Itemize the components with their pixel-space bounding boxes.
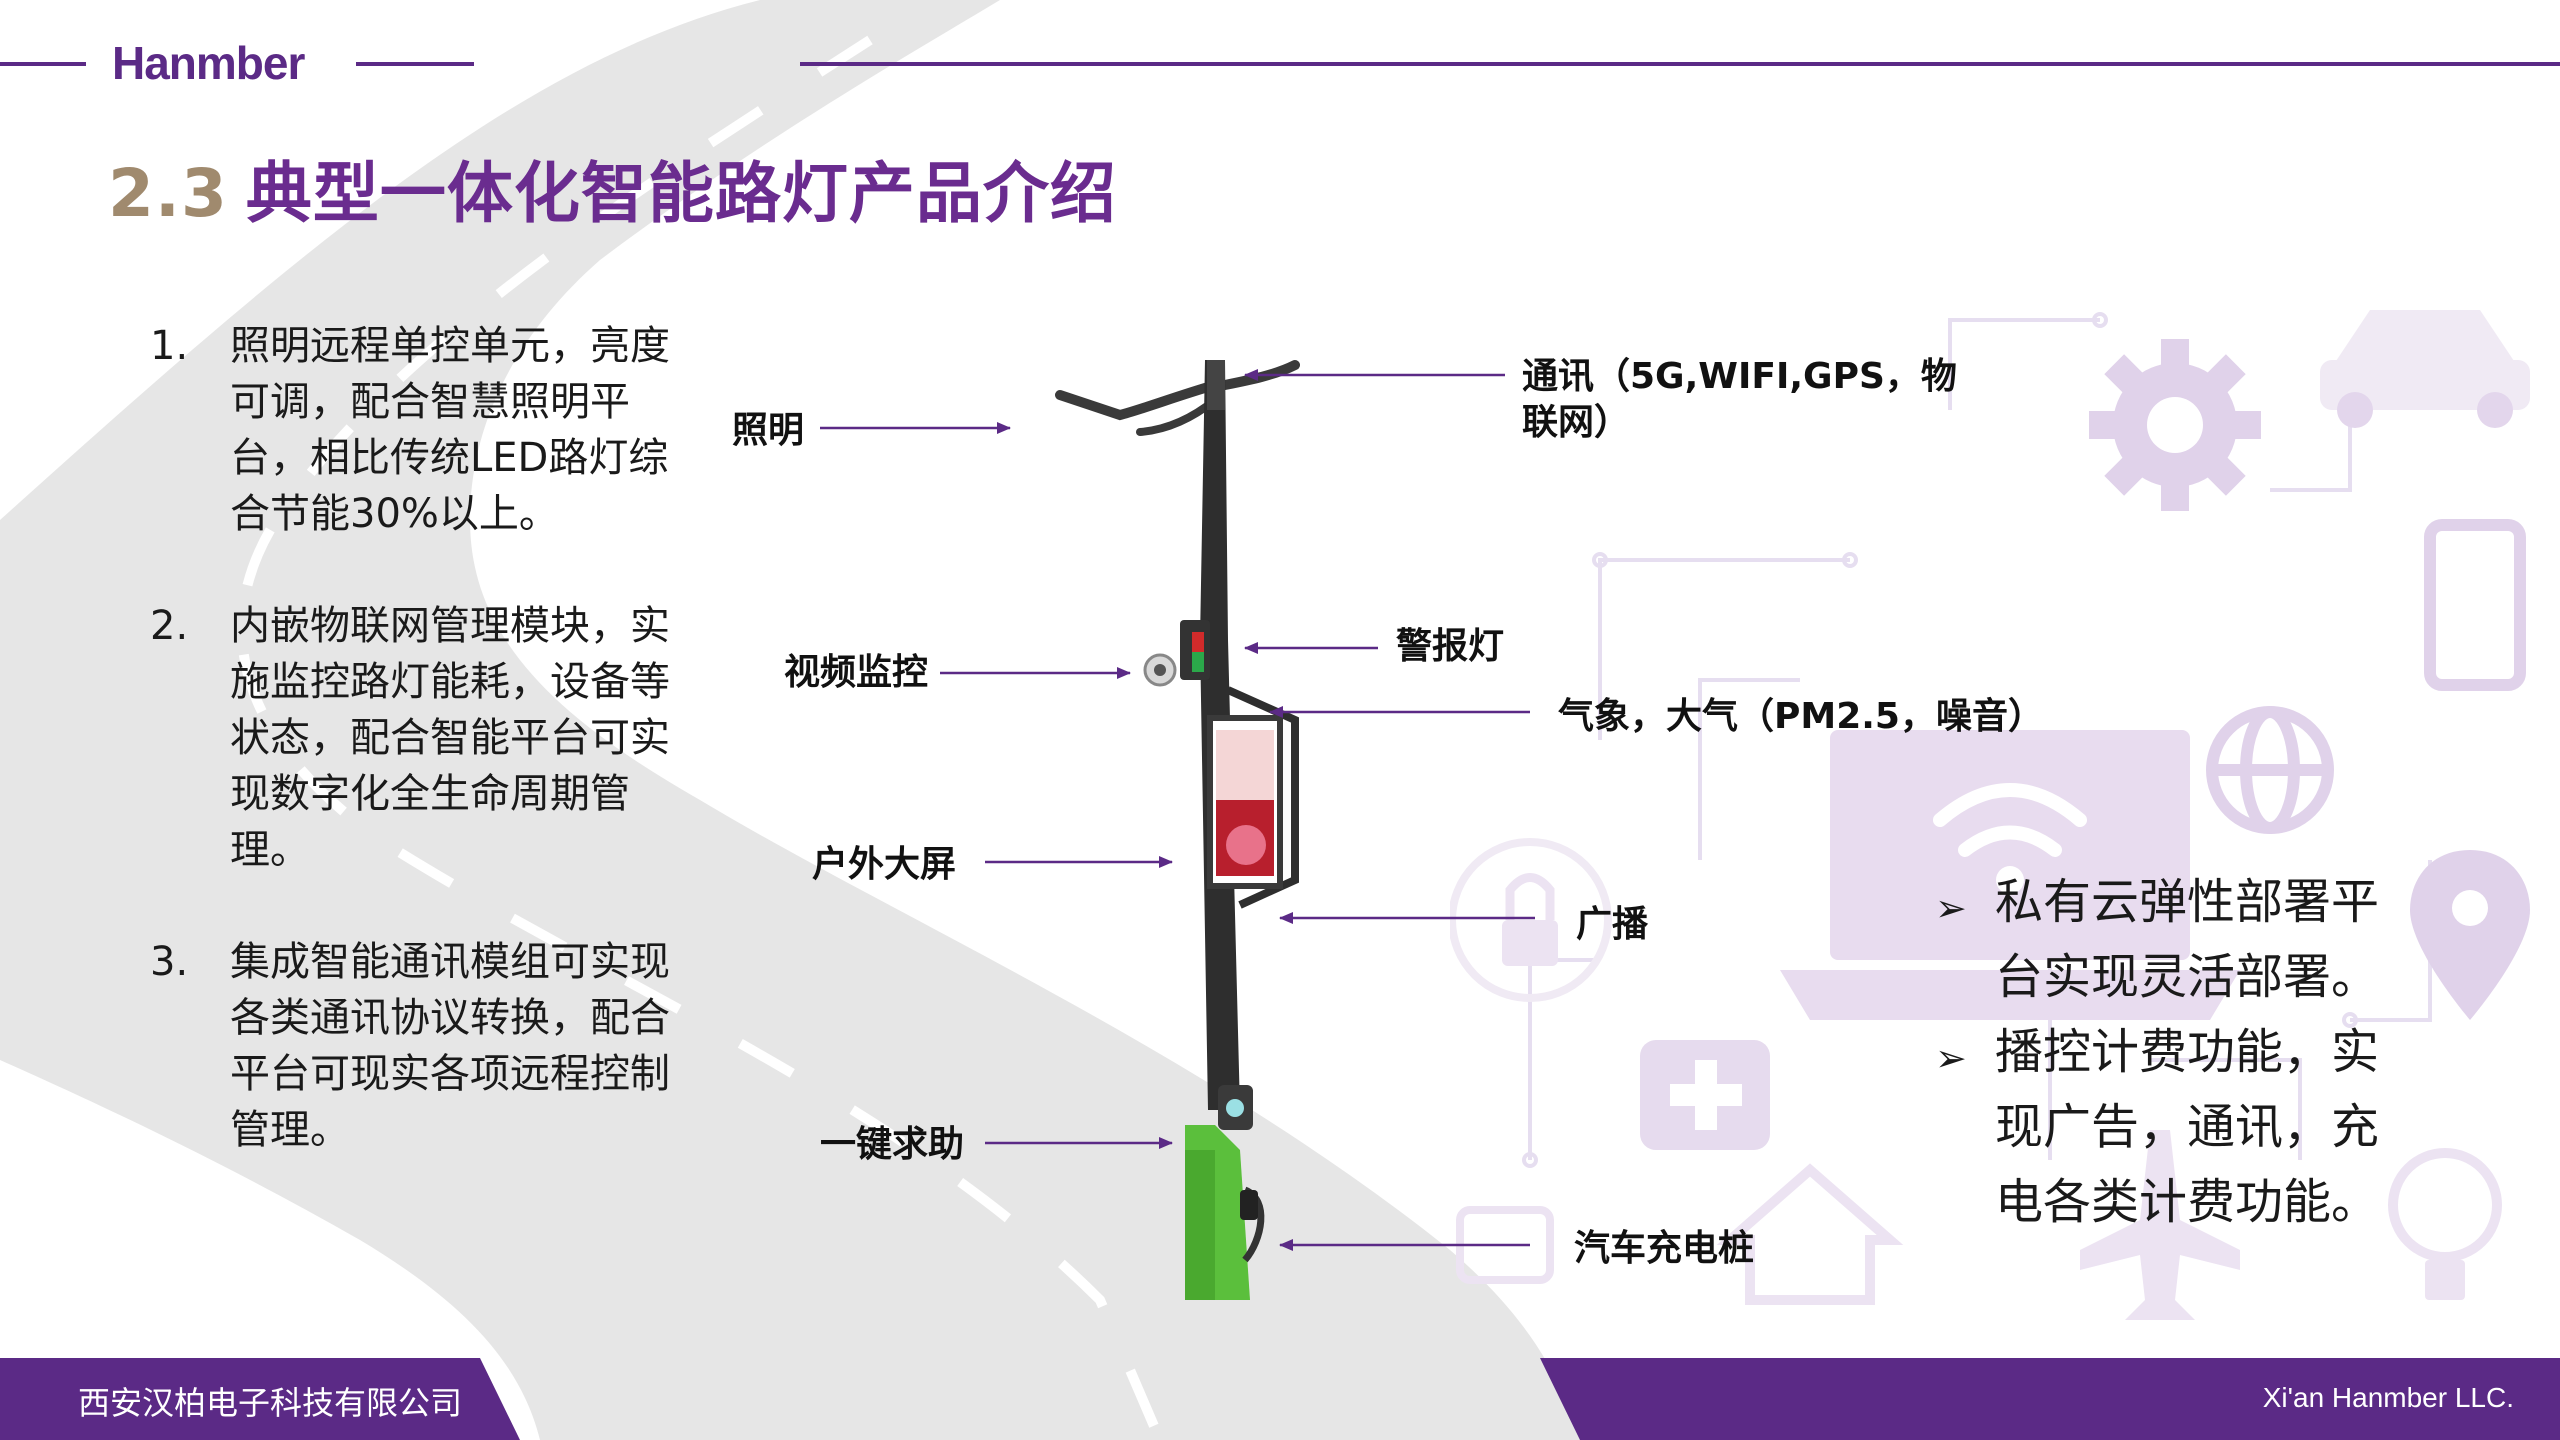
label-alarm: 警报灯 xyxy=(1396,626,1505,667)
label-broadcast: 广播 xyxy=(1576,904,1649,945)
list-item: ➢ 播控计费功能，实现广告，通讯，充电各类计费功能。 xyxy=(1935,1015,2415,1240)
list-item-number: 1. xyxy=(150,323,189,369)
label-comm: 通讯（5G,WIFI,GPS，物联网） xyxy=(1522,356,1957,443)
lamp-arm-left xyxy=(1055,380,1220,421)
lamp-arm-right xyxy=(1220,360,1300,390)
label-weather: 气象，大气（PM2.5，噪音） xyxy=(1558,696,2044,737)
bullet-text: 私有云弹性部署平台实现灵活部署。 xyxy=(1995,874,2380,1005)
footer-company-en: Xi'an Hanmber LLC. xyxy=(2262,1382,2514,1413)
label-sos: 一键求助 xyxy=(820,1124,965,1165)
feature-list: 1. 照明远程单控单元，亮度可调，配合智慧照明平台，相比传统LED路灯综合节能3… xyxy=(150,318,670,1214)
header-line-right xyxy=(800,62,2560,66)
label-charger: 汽车充电桩 xyxy=(1574,1228,1755,1269)
footer-company-cn: 西安汉柏电子科技有限公司 xyxy=(78,1384,463,1422)
iot-icons-decoration xyxy=(1450,310,2530,1320)
header-line-left xyxy=(0,62,86,66)
header-line-mid xyxy=(356,62,474,66)
brand-logo: Hanmber xyxy=(112,37,305,89)
arrow-bullet-icon: ➢ xyxy=(1935,1036,1967,1080)
label-screen: 户外大屏 xyxy=(812,844,957,885)
label-lighting: 照明 xyxy=(732,410,805,451)
platform-bullets: ➢ 私有云弹性部署平台实现灵活部署。 ➢ 播控计费功能，实现广告，通讯，充电各类… xyxy=(1935,865,2415,1240)
footer-bar xyxy=(0,1358,2560,1440)
list-item-text: 照明远程单控单元，亮度可调，配合智慧照明平台，相比传统LED路灯综合节能30%以… xyxy=(230,323,670,537)
list-item-number: 2. xyxy=(150,603,189,649)
alarm-light-red xyxy=(1192,632,1204,652)
list-item: 3. 集成智能通讯模组可实现各类通讯协议转换，配合平台可现实各项远程控制管理。 xyxy=(150,934,670,1158)
arrow-bullet-icon: ➢ xyxy=(1935,886,1967,930)
list-item: ➢ 私有云弹性部署平台实现灵活部署。 xyxy=(1935,865,2415,1015)
bullet-text: 播控计费功能，实现广告，通讯，充电各类计费功能。 xyxy=(1995,1024,2380,1230)
list-item: 2. 内嵌物联网管理模块，实施监控路灯能耗，设备等状态，配合智能平台可实现数字化… xyxy=(150,598,670,878)
list-item-number: 3. xyxy=(150,939,189,985)
list-item: 1. 照明远程单控单元，亮度可调，配合智慧照明平台，相比传统LED路灯综合节能3… xyxy=(150,318,670,542)
title-text: 典型一体化智能路灯产品介绍 xyxy=(245,155,1117,232)
list-item-text: 集成智能通讯模组可实现各类通讯协议转换，配合平台可现实各项远程控制管理。 xyxy=(230,939,670,1153)
title-number: 2.3 xyxy=(108,155,228,232)
alarm-light-green xyxy=(1192,652,1204,672)
label-video: 视频监控 xyxy=(784,652,929,693)
list-item-text: 内嵌物联网管理模块，实施监控路灯能耗，设备等状态，配合智能平台可实现数字化全生命… xyxy=(230,603,670,873)
